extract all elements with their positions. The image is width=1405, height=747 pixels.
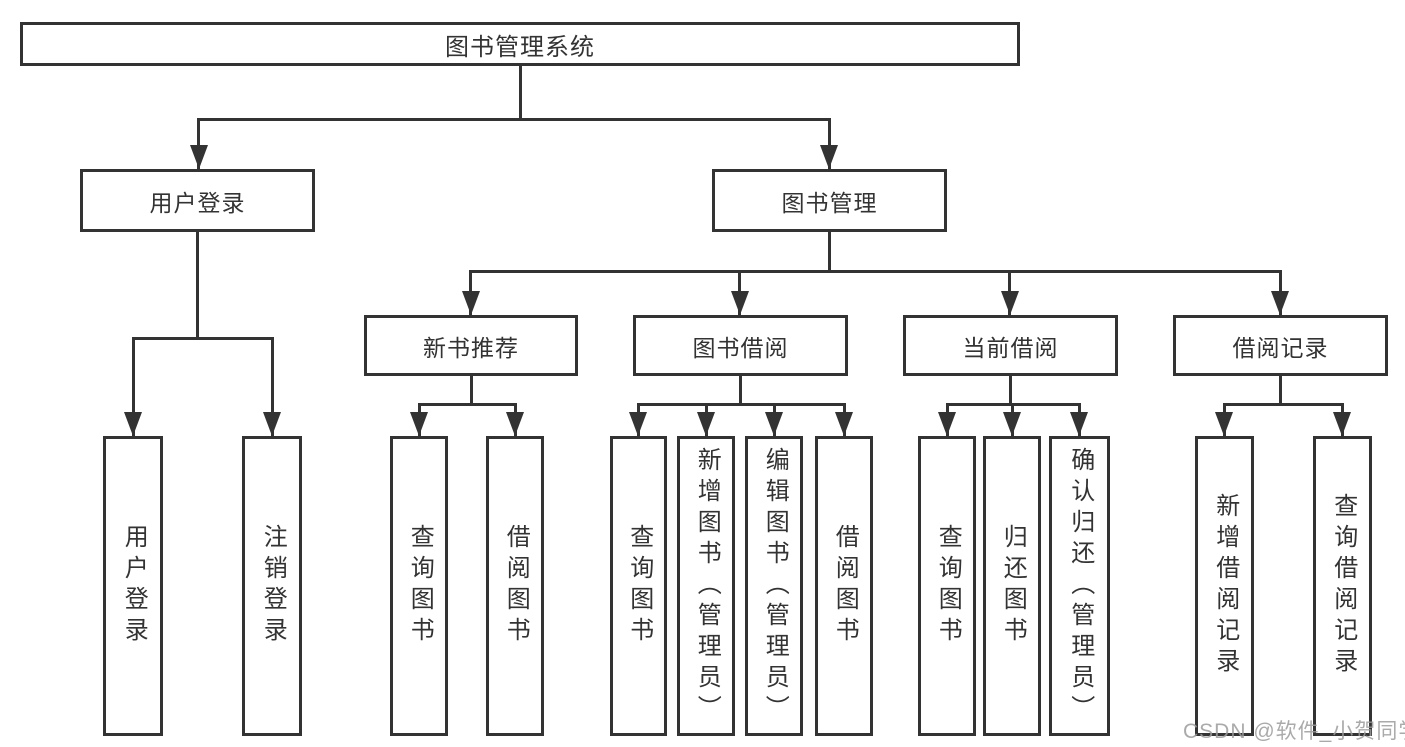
- node-borrowing-records: 借阅记录: [1173, 315, 1388, 376]
- arrowhead-icon: [697, 412, 715, 436]
- connector-section-stub: [739, 373, 742, 405]
- arrowhead-icon: [938, 412, 956, 436]
- arrowhead-icon: [263, 412, 281, 436]
- arrowhead-icon: [820, 145, 838, 169]
- node-label: 借阅记录: [1232, 334, 1329, 361]
- connector-root-stub: [519, 64, 522, 120]
- node-current-borrowing: 当前借阅: [903, 315, 1118, 376]
- connector-drop-book-management: [828, 118, 831, 169]
- leaf-user-login: 用户登录: [103, 436, 163, 736]
- leaf-label: 查询图书: [406, 524, 434, 648]
- node-new-book-recommendation: 新书推荐: [364, 315, 578, 376]
- arrowhead-icon: [1333, 412, 1351, 436]
- connector-drop-user-login: [197, 118, 200, 169]
- connector-section-stub: [1009, 373, 1012, 405]
- arrowhead-icon: [731, 291, 749, 315]
- watermark: CSDN @软件_小贺同学: [1183, 720, 1405, 743]
- connector-section-stub: [470, 373, 473, 405]
- leaf-current-return-books: 归还图书: [983, 436, 1041, 736]
- node-library-system: 图书管理系统: [20, 22, 1020, 66]
- leaf-label: 查询图书: [625, 524, 653, 648]
- leaf-label: 借阅图书: [831, 524, 859, 648]
- arrowhead-icon: [1070, 412, 1088, 436]
- node-label: 图书管理系统: [445, 33, 595, 61]
- node-label: 新书推荐: [423, 334, 519, 361]
- arrowhead-icon: [1215, 412, 1233, 436]
- leaf-borrow-add-books-admin: 新增图书（管理员）: [677, 436, 735, 736]
- leaf-logout: 注销登录: [242, 436, 302, 736]
- leaf-label: 查询图书: [934, 524, 962, 648]
- leaf-label: 新增图书（管理员）: [693, 446, 721, 726]
- connector-section-stub: [1279, 373, 1282, 405]
- connector-newbook-bracket: [418, 403, 517, 406]
- arrowhead-icon: [1271, 291, 1289, 315]
- node-user-login-branch: 用户登录: [80, 169, 315, 232]
- arrowhead-icon: [410, 412, 428, 436]
- connector-level1-bracket: [197, 118, 831, 121]
- arrowhead-icon: [124, 412, 142, 436]
- connector-level2-bracket: [469, 270, 1282, 273]
- arrowhead-icon: [190, 145, 208, 169]
- node-book-borrowing: 图书借阅: [633, 315, 848, 376]
- connector-user-stub: [196, 230, 199, 339]
- node-label: 图书管理: [781, 189, 878, 216]
- node-label: 用户登录: [149, 189, 246, 216]
- leaf-borrow-borrow-books: 借阅图书: [815, 436, 873, 736]
- leaf-records-add-record: 新增借阅记录: [1195, 436, 1254, 736]
- leaf-newbook-query-books: 查询图书: [390, 436, 448, 736]
- leaf-borrow-query-books: 查询图书: [610, 436, 667, 736]
- arrowhead-icon: [1001, 291, 1019, 315]
- connector-borrow-bracket: [637, 403, 846, 406]
- leaf-label: 编辑图书（管理员）: [761, 446, 789, 726]
- leaf-current-confirm-return-admin: 确认归还（管理员）: [1049, 436, 1110, 736]
- leaf-label: 用户登录: [120, 524, 148, 648]
- leaf-label: 归还图书: [999, 524, 1027, 648]
- arrowhead-icon: [629, 412, 647, 436]
- leaf-newbook-borrow-books: 借阅图书: [486, 436, 544, 736]
- leaf-records-query-record: 查询借阅记录: [1313, 436, 1372, 736]
- connector-book-stub: [828, 230, 831, 273]
- leaf-label: 新增借阅记录: [1211, 493, 1239, 679]
- node-label: 当前借阅: [962, 334, 1059, 361]
- leaf-current-query-books: 查询图书: [918, 436, 976, 736]
- leaf-label: 借阅图书: [502, 524, 530, 648]
- node-book-management: 图书管理: [712, 169, 947, 232]
- leaf-label: 确认归还（管理员）: [1066, 446, 1094, 726]
- arrowhead-icon: [1003, 412, 1021, 436]
- arrowhead-icon: [506, 412, 524, 436]
- leaf-label: 查询借阅记录: [1329, 493, 1357, 679]
- arrowhead-icon: [462, 291, 480, 315]
- connector-drop-leaf: [271, 337, 274, 436]
- leaf-borrow-edit-books-admin: 编辑图书（管理员）: [745, 436, 803, 736]
- connector-drop-leaf: [132, 337, 135, 436]
- connector-records-bracket: [1223, 403, 1344, 406]
- leaf-label: 注销登录: [259, 524, 287, 648]
- connector-user-bracket: [132, 337, 274, 340]
- node-label: 图书借阅: [692, 334, 789, 361]
- arrowhead-icon: [765, 412, 783, 436]
- arrowhead-icon: [835, 412, 853, 436]
